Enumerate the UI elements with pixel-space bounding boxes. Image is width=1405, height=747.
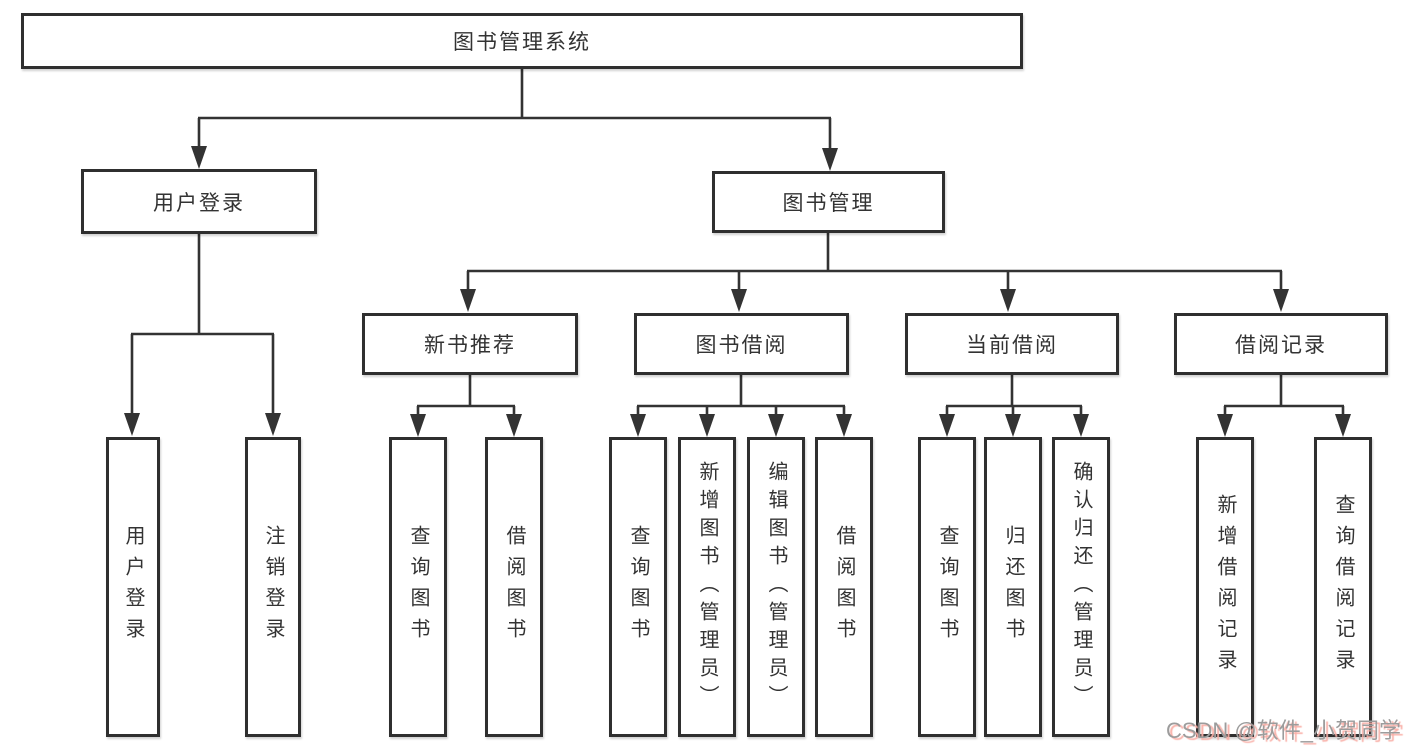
- leaf-borrow-add-books-admin-label: 新增图书（管理员）: [696, 461, 718, 713]
- leaf-borrow-edit-books-admin-label: 编辑图书（管理员）: [765, 461, 787, 713]
- leaf-borrow-borrow-books-label: 借阅图书: [833, 525, 855, 649]
- leaf-current-return-books: 归还图书: [984, 437, 1042, 737]
- leaf-newbook-borrow-books: 借阅图书: [485, 437, 543, 737]
- node-book-management-label: 图书管理: [782, 192, 875, 215]
- leaf-newbook-borrow-books-label: 借阅图书: [503, 525, 525, 649]
- node-book-borrow: 图书借阅: [634, 313, 849, 375]
- connector-lines: [130, 69, 1345, 415]
- leaf-records-query-label: 查询借阅记录: [1332, 494, 1354, 680]
- node-book-management: 图书管理: [712, 171, 945, 233]
- leaf-current-return-books-label: 归还图书: [1002, 525, 1024, 649]
- node-borrow-records-label: 借阅记录: [1235, 334, 1327, 357]
- leaf-borrow-borrow-books: 借阅图书: [815, 437, 873, 737]
- leaf-user-login: 用户登录: [106, 437, 160, 737]
- node-user-login-label: 用户登录: [153, 191, 245, 215]
- leaf-current-confirm-return-admin: 确认归还（管理员）: [1052, 437, 1110, 737]
- leaf-borrow-edit-books-admin: 编辑图书（管理员）: [747, 437, 805, 737]
- node-user-login: 用户登录: [81, 169, 317, 234]
- leaf-borrow-query-books-label: 查询图书: [627, 525, 649, 649]
- leaf-records-add-label: 新增借阅记录: [1214, 494, 1236, 680]
- node-borrow-records: 借阅记录: [1174, 313, 1388, 375]
- leaf-logout-label: 注销登录: [262, 525, 284, 649]
- leaf-borrow-query-books: 查询图书: [609, 437, 667, 737]
- node-current-borrow: 当前借阅: [905, 313, 1119, 375]
- leaf-newbook-query-books: 查询图书: [389, 437, 447, 737]
- node-book-borrow-label: 图书借阅: [695, 334, 788, 357]
- leaf-newbook-query-books-label: 查询图书: [407, 525, 429, 649]
- leaf-user-login-label: 用户登录: [122, 525, 144, 649]
- leaf-logout: 注销登录: [245, 437, 301, 737]
- leaf-borrow-add-books-admin: 新增图书（管理员）: [678, 437, 736, 737]
- node-root: 图书管理系统: [21, 13, 1023, 69]
- node-root-label: 图书管理系统: [453, 31, 591, 54]
- node-new-book-recommend-label: 新书推荐: [424, 334, 516, 357]
- arrowheads: [124, 146, 1351, 437]
- leaf-current-query-books: 查询图书: [918, 437, 976, 737]
- leaf-records-add: 新增借阅记录: [1196, 437, 1254, 737]
- leaf-current-confirm-return-admin-label: 确认归还（管理员）: [1070, 461, 1092, 713]
- leaf-records-query: 查询借阅记录: [1314, 437, 1372, 737]
- node-new-book-recommend: 新书推荐: [362, 313, 578, 375]
- csdn-watermark: CSDN @软件_小贺同学: [1165, 718, 1401, 743]
- leaf-current-query-books-label: 查询图书: [936, 525, 958, 649]
- node-current-borrow-label: 当前借阅: [966, 334, 1058, 357]
